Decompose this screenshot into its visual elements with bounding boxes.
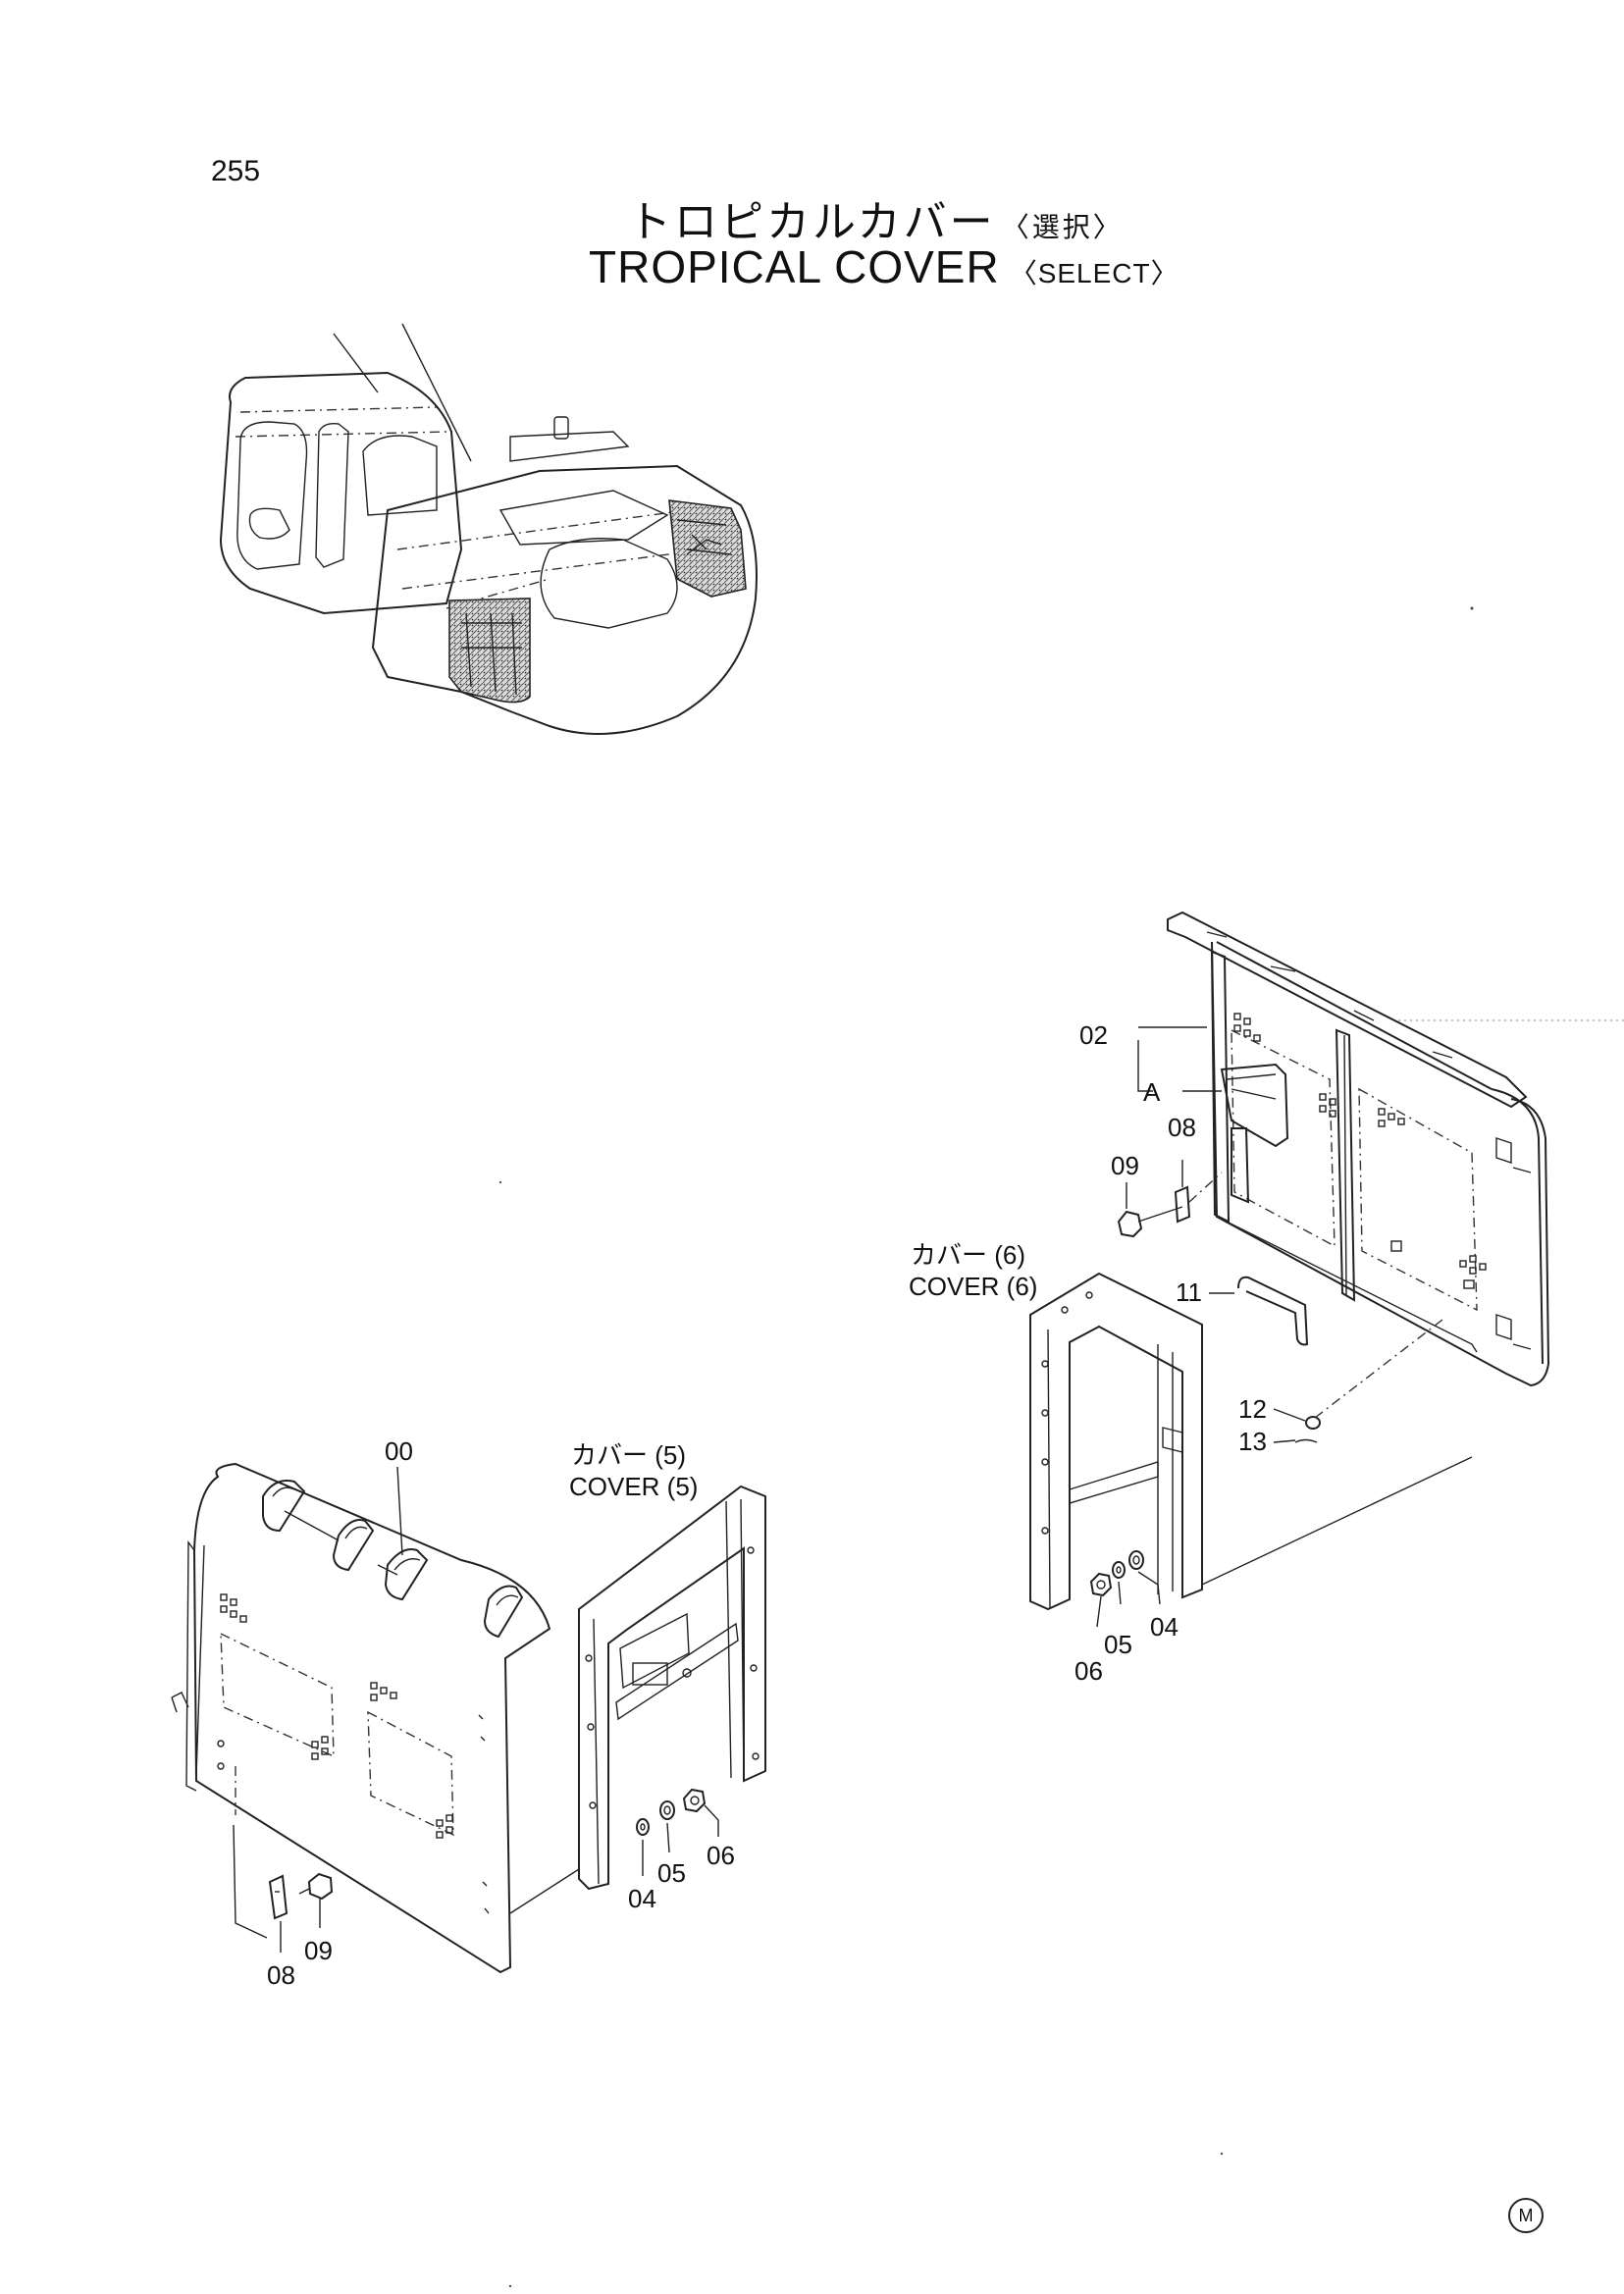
vent-pattern-mid <box>1319 1093 1405 1127</box>
cover-6-label-en: COVER (6) <box>909 1272 1037 1301</box>
bolt-09-left <box>298 1872 334 1901</box>
title-en-qualifier: 〈SELECT〉 <box>1009 258 1179 288</box>
washer-05-right <box>1112 1561 1126 1579</box>
callout-06-left: 06 <box>707 1841 735 1870</box>
title-jp-text: トロピカルカバー <box>628 197 996 247</box>
callout-05-right: 05 <box>1104 1630 1132 1659</box>
bolt-09-right <box>1117 1206 1183 1238</box>
cover-5-frame <box>509 1485 766 1914</box>
excavator-overview <box>219 323 758 735</box>
callout-09-left: 09 <box>304 1936 333 1965</box>
page-title-english: TROPICAL COVER 〈SELECT〉 <box>589 240 1179 293</box>
cover-5-label-jp: カバー (5) <box>571 1440 686 1470</box>
callout-04-right: 04 <box>1150 1612 1179 1642</box>
washer-04-left <box>636 1818 650 1836</box>
callout-labels: 00 02 A 09 08 11 12 13 06 05 04 04 05 06… <box>267 1020 1267 1990</box>
title-en-text: TROPICAL COVER <box>589 241 1000 292</box>
callout-leaders <box>280 1026 1306 1953</box>
manufacturer-mark-icon: M <box>1508 2198 1544 2233</box>
tropical-cover-right-assembly <box>1117 911 1624 1443</box>
intake-slots <box>262 1480 524 1639</box>
vent-pattern-lower-right <box>1459 1255 1487 1289</box>
washer-04-right <box>1128 1550 1144 1570</box>
callout-11: 11 <box>1176 1277 1202 1307</box>
reference-labels: カバー (5) COVER (5) カバー (6) COVER (6) <box>569 1240 1037 1501</box>
tropical-cover-left-assembly <box>171 1462 551 1974</box>
cover-6-label-jp: カバー (6) <box>911 1240 1025 1270</box>
callout-13: 13 <box>1238 1427 1267 1456</box>
cover-6-frame <box>1029 1272 1473 1611</box>
callout-04-left: 04 <box>628 1884 656 1913</box>
page-title-japanese: トロピカルカバー〈選択〉 <box>628 186 1124 249</box>
callout-08-left: 08 <box>267 1960 295 1990</box>
callout-05-left: 05 <box>657 1858 686 1888</box>
clip-08-left <box>268 1874 288 1920</box>
callout-09-right: 09 <box>1111 1151 1139 1180</box>
callout-06-right: 06 <box>1074 1656 1103 1686</box>
page-number: 255 <box>211 155 261 187</box>
callout-02: 02 <box>1079 1020 1108 1050</box>
nut-06-left <box>682 1788 707 1813</box>
callout-12: 12 <box>1238 1394 1267 1424</box>
callout-00: 00 <box>385 1436 413 1466</box>
washer-05-left <box>659 1800 675 1820</box>
callout-A: A <box>1143 1077 1161 1107</box>
cover-5-label-en: COVER (5) <box>569 1472 698 1501</box>
nut-06-right <box>1089 1572 1113 1597</box>
title-jp-qualifier: 〈選択〉 <box>1001 211 1124 243</box>
clip-08-right <box>1174 1172 1223 1224</box>
vent-pattern-left <box>220 1593 453 1839</box>
callout-08-right: 08 <box>1168 1113 1196 1142</box>
vent-pattern-upper-left <box>1233 1013 1261 1042</box>
